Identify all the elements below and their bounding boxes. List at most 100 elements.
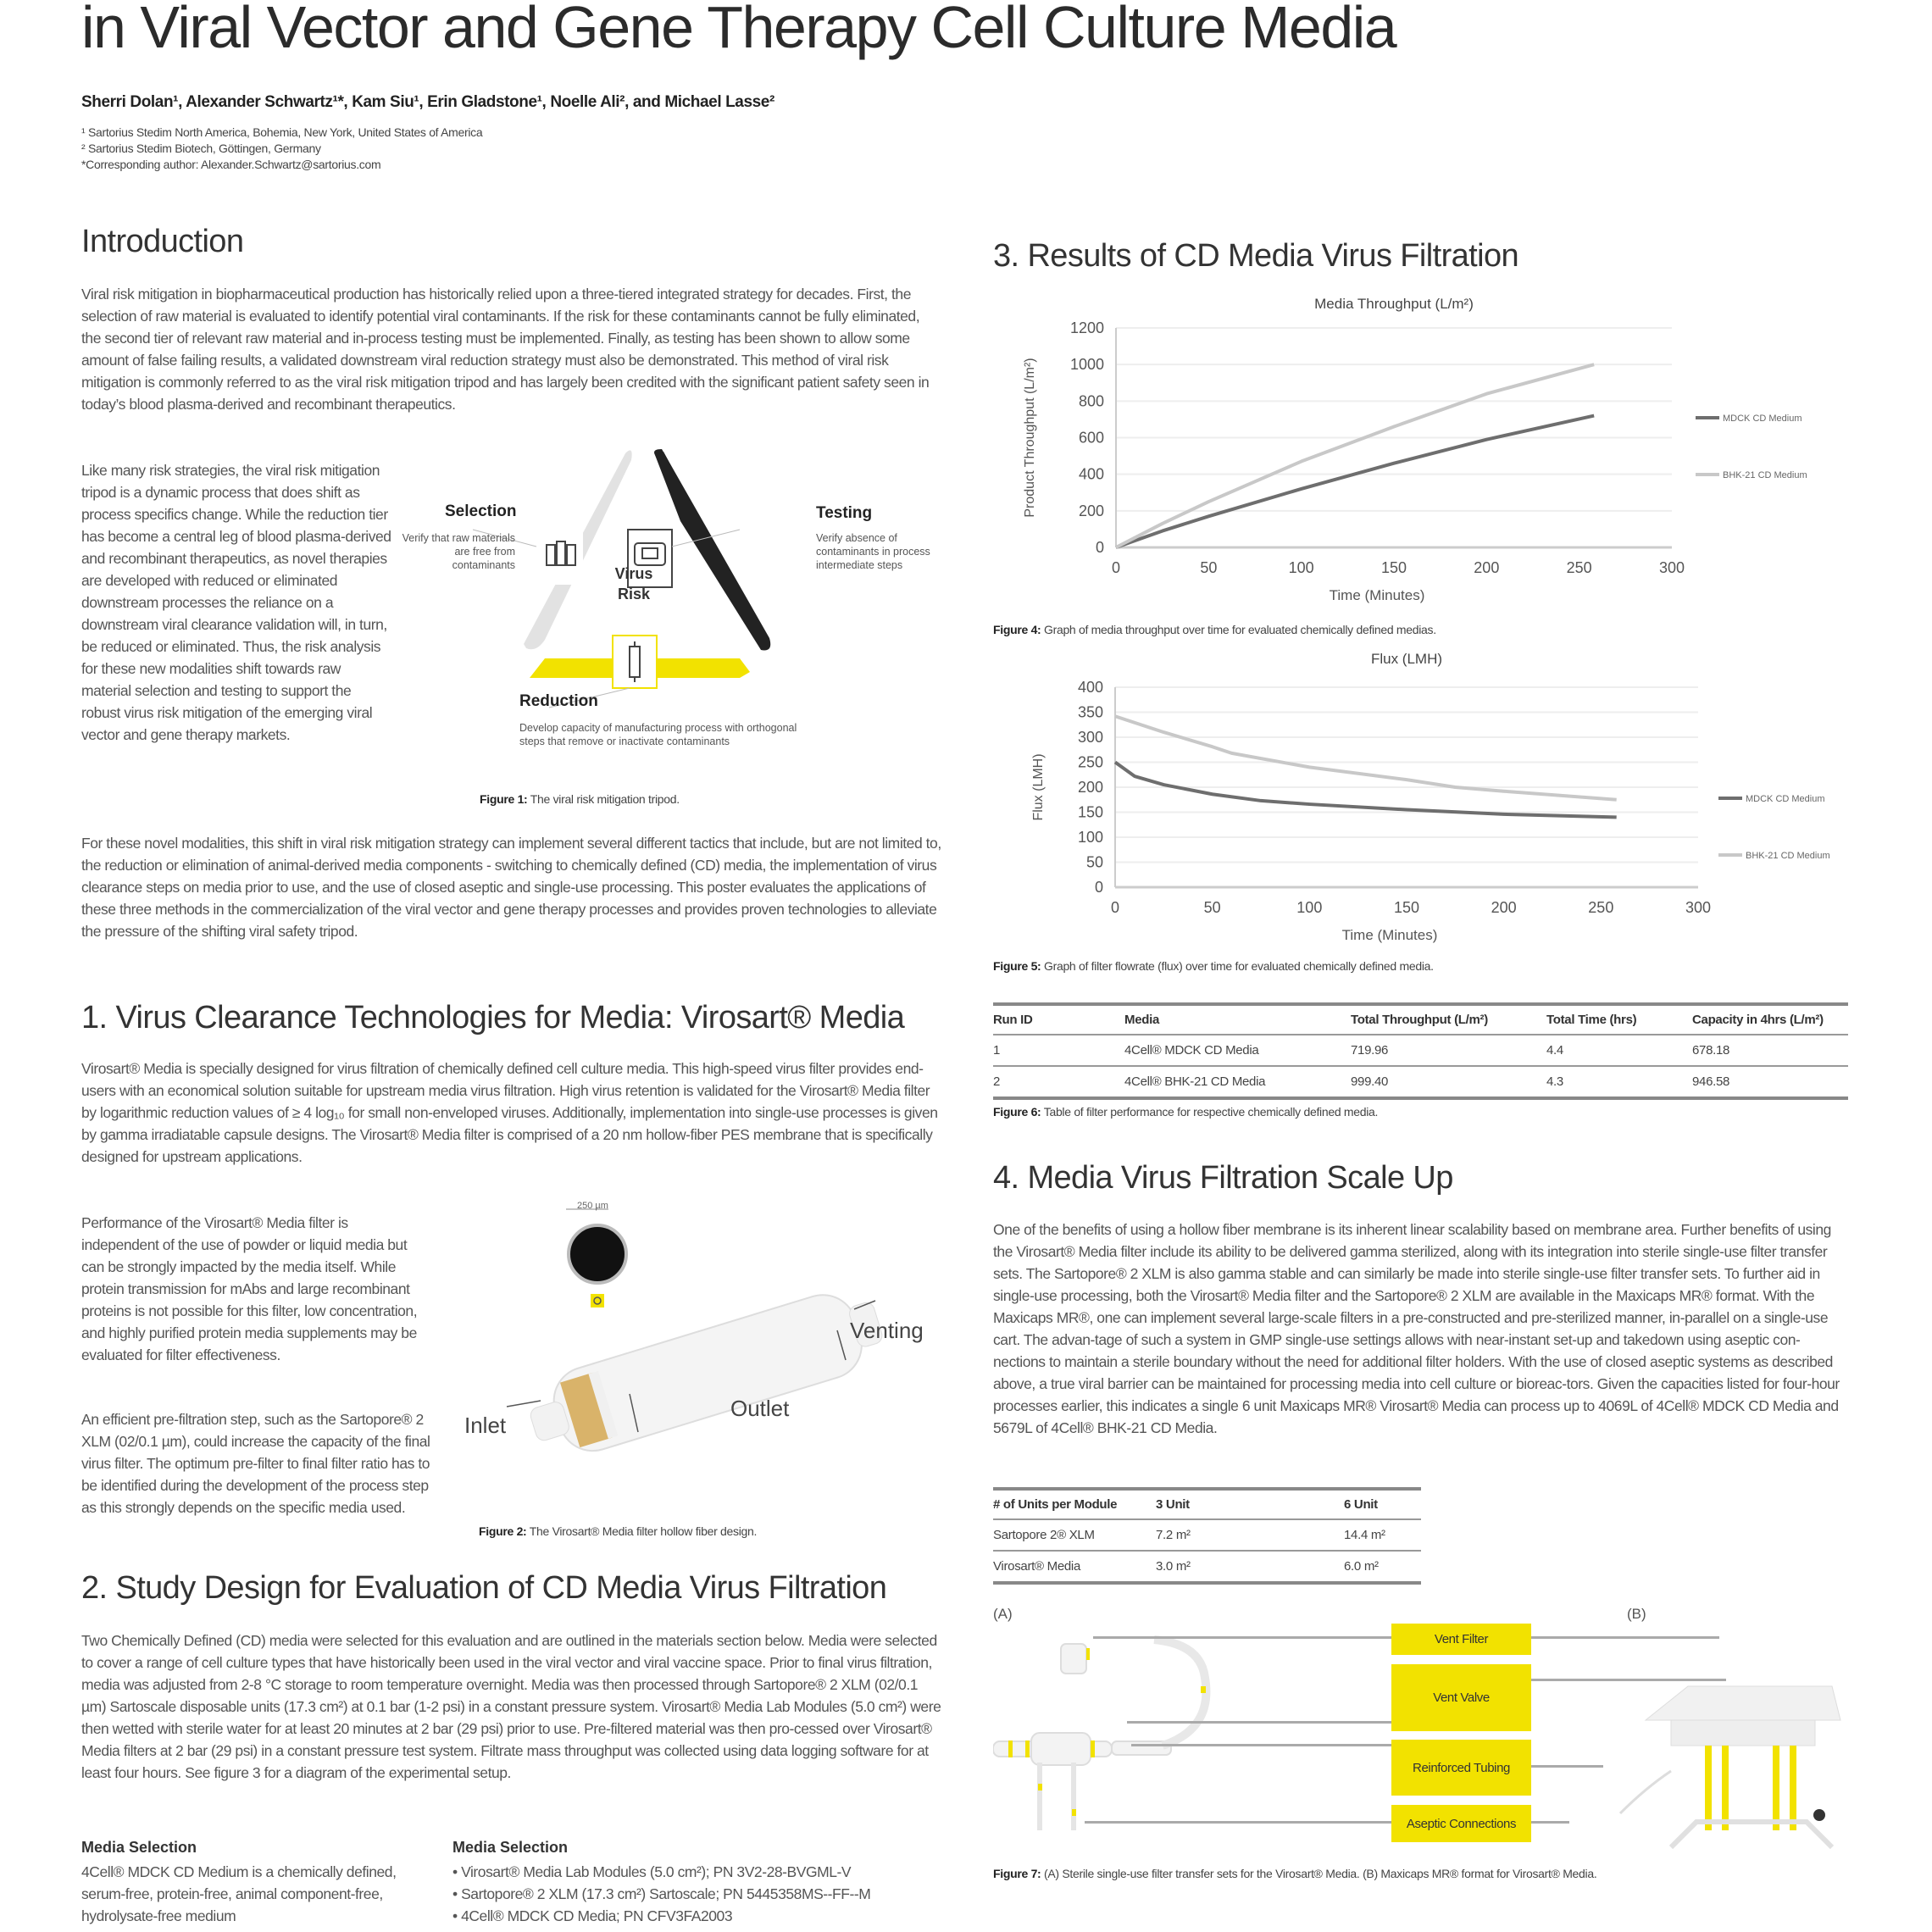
- callout-line: [1531, 1765, 1603, 1768]
- y-tick-label: 1000: [1070, 356, 1104, 373]
- x-tick-label: 300: [1659, 559, 1685, 576]
- x-tick-label: 0: [1111, 899, 1119, 916]
- section-3-heading: 3. Results of CD Media Virus Filtration: [993, 238, 1519, 274]
- selection-title: Selection: [445, 502, 517, 520]
- module-area-table: # of Units per Module 3 Unit 6 Unit Sart…: [993, 1487, 1421, 1585]
- x-tick-label: 0: [1112, 559, 1120, 576]
- magnifier-glyph: [593, 1296, 602, 1305]
- section-1-paragraph-2: Performance of the Virosart® Media filte…: [81, 1214, 418, 1363]
- selection-text: Verify that raw materials are free from …: [402, 532, 515, 571]
- y-tick-label: 200: [1078, 779, 1103, 796]
- table-cell: Sartopore 2® XLM: [993, 1519, 1156, 1552]
- incubator-icon: [634, 542, 666, 566]
- table-row: 2 4Cell® BHK-21 CD Media 999.40 4.3 946.…: [993, 1066, 1848, 1100]
- x-tick-label: 100: [1289, 559, 1314, 576]
- table-cell: 14.4 m²: [1344, 1519, 1421, 1552]
- y-tick-label: 600: [1079, 430, 1104, 447]
- y-tick-label: 250: [1078, 754, 1103, 771]
- media-selection-text: 4Cell® MDCK CD Medium is a chemically de…: [81, 1863, 397, 1924]
- y-tick-label: 200: [1079, 502, 1104, 519]
- figure-2-caption: Figure 2: The Virosart® Media filter hol…: [479, 1524, 758, 1538]
- venting-arrow-out: [853, 1300, 876, 1310]
- callout-line: [1531, 1821, 1569, 1824]
- table-cell: 4.3: [1546, 1066, 1692, 1100]
- column-header: 3 Unit: [1156, 1487, 1344, 1520]
- x-tick-label: 300: [1685, 899, 1711, 916]
- section-1-heading: 1. Virus Clearance Technologies for Medi…: [81, 1000, 905, 1035]
- y-tick-label: 800: [1079, 392, 1104, 409]
- reduction-title: Reduction: [519, 692, 598, 710]
- callout-line: [1531, 1679, 1726, 1681]
- materials-list: • Virosart® Media Lab Modules (5.0 cm²);…: [452, 1861, 961, 1927]
- tripod-diagram: [472, 449, 771, 708]
- column-header: Capacity in 4hrs (L/m²): [1692, 1002, 1848, 1035]
- x-axis-label: Time (Minutes): [1342, 927, 1438, 943]
- x-tick-label: 250: [1567, 559, 1592, 576]
- venting-label: Venting: [850, 1318, 924, 1343]
- x-tick-label: 200: [1474, 559, 1499, 576]
- column-header: Media: [1124, 1002, 1351, 1035]
- poster-title: in Viral Vector and Gene Therapy Cell Cu…: [81, 0, 1397, 60]
- y-axis-label: Product Throughput (L/m²): [1023, 358, 1037, 517]
- figure-7-caption: Figure 7: (A) Sterile single-use filter …: [993, 1867, 1597, 1880]
- figure-5-caption: Figure 5: Graph of filter flowrate (flux…: [993, 959, 1434, 973]
- callout-vent-valve: Vent Valve: [1391, 1664, 1531, 1731]
- table-cell: 719.96: [1351, 1035, 1546, 1067]
- y-tick-label: 0: [1095, 879, 1103, 896]
- series-line-bhk-21-cd-medium: [1114, 714, 1617, 802]
- figure-4-caption: Figure 4: Graph of media throughput over…: [993, 623, 1436, 636]
- callout-line: [1531, 1636, 1719, 1639]
- callout-vent-filter: Vent Filter: [1391, 1624, 1531, 1655]
- table-row: Sartopore 2® XLM 7.2 m² 14.4 m²: [993, 1519, 1421, 1552]
- materials-item: • Virosart® Media Lab Modules (5.0 cm²);…: [452, 1863, 852, 1880]
- authors: Sherri Dolan¹, Alexander Schwartz¹*, Kam…: [81, 93, 774, 111]
- column-header: Total Time (hrs): [1546, 1002, 1692, 1035]
- column-header: 6 Unit: [1344, 1487, 1421, 1520]
- affiliation-2: ² Sartorius Stedim Biotech, Göttingen, G…: [81, 142, 321, 155]
- maxicaps-cart-b: [1618, 1685, 1841, 1850]
- callout-line: [1085, 1821, 1391, 1824]
- callout-line: [1127, 1721, 1391, 1724]
- outlet-label: Outlet: [730, 1396, 790, 1421]
- throughput-chart: Media Throughput (L/m²)02004006008001000…: [1023, 296, 1807, 603]
- section-1-paragraph-3: An efficient pre-filtration step, such a…: [81, 1411, 430, 1516]
- materials-item: • Sartopore® 2 XLM (17.3 cm²) Sartoscale…: [452, 1885, 871, 1902]
- bottles-icon: [546, 541, 576, 566]
- panel-a-label: (A): [993, 1606, 1013, 1622]
- testing-text: Verify absence of contaminants in proces…: [816, 532, 930, 571]
- reduction-text: Develop capacity of manufacturing proces…: [519, 722, 797, 747]
- virus-risk-label: Virus Risk: [614, 565, 653, 602]
- column-header: Total Throughput (L/m²): [1351, 1002, 1546, 1035]
- table-cell: 6.0 m²: [1344, 1551, 1421, 1585]
- chart-title: Media Throughput (L/m²): [1314, 296, 1474, 312]
- filter-capsule: [530, 1294, 883, 1452]
- legend-label: MDCK CD Medium: [1746, 794, 1825, 804]
- table-cell: 3.0 m²: [1156, 1551, 1344, 1585]
- series-line-mdck-cd-medium: [1113, 760, 1617, 819]
- y-tick-label: 300: [1078, 729, 1103, 746]
- legend-label: BHK-21 CD Medium: [1746, 851, 1830, 861]
- materials-heading: Media Selection: [452, 1839, 569, 1856]
- table-cell: 1: [993, 1035, 1124, 1067]
- table-cell: 4.4: [1546, 1035, 1692, 1067]
- chart-title: Flux (LMH): [1371, 651, 1442, 667]
- x-tick-label: 250: [1588, 899, 1613, 916]
- table-cell: Virosart® Media: [993, 1551, 1156, 1585]
- table-row: Virosart® Media 3.0 m² 6.0 m²: [993, 1551, 1421, 1585]
- table-cell: 678.18: [1692, 1035, 1848, 1067]
- intro-paragraph-1: Viral risk mitigation in biopharmaceutic…: [81, 286, 930, 413]
- table-row: 1 4Cell® MDCK CD Media 719.96 4.4 678.18: [993, 1035, 1848, 1067]
- x-tick-label: 50: [1204, 899, 1221, 916]
- y-tick-label: 150: [1078, 804, 1103, 821]
- x-axis-label: Time (Minutes): [1330, 587, 1425, 603]
- materials-item: • 4Cell® MDCK CD Media; PN CFV3FA2003: [452, 1907, 733, 1924]
- selection-connector: [472, 529, 537, 547]
- y-tick-label: 0: [1096, 539, 1104, 556]
- x-tick-label: 200: [1491, 899, 1517, 916]
- y-tick-label: 400: [1078, 679, 1103, 696]
- column-header: Run ID: [993, 1002, 1124, 1035]
- section-4-heading: 4. Media Virus Filtration Scale Up: [993, 1160, 1453, 1196]
- callout-line: [1131, 1744, 1391, 1746]
- scale-label: 250 µm: [577, 1201, 608, 1211]
